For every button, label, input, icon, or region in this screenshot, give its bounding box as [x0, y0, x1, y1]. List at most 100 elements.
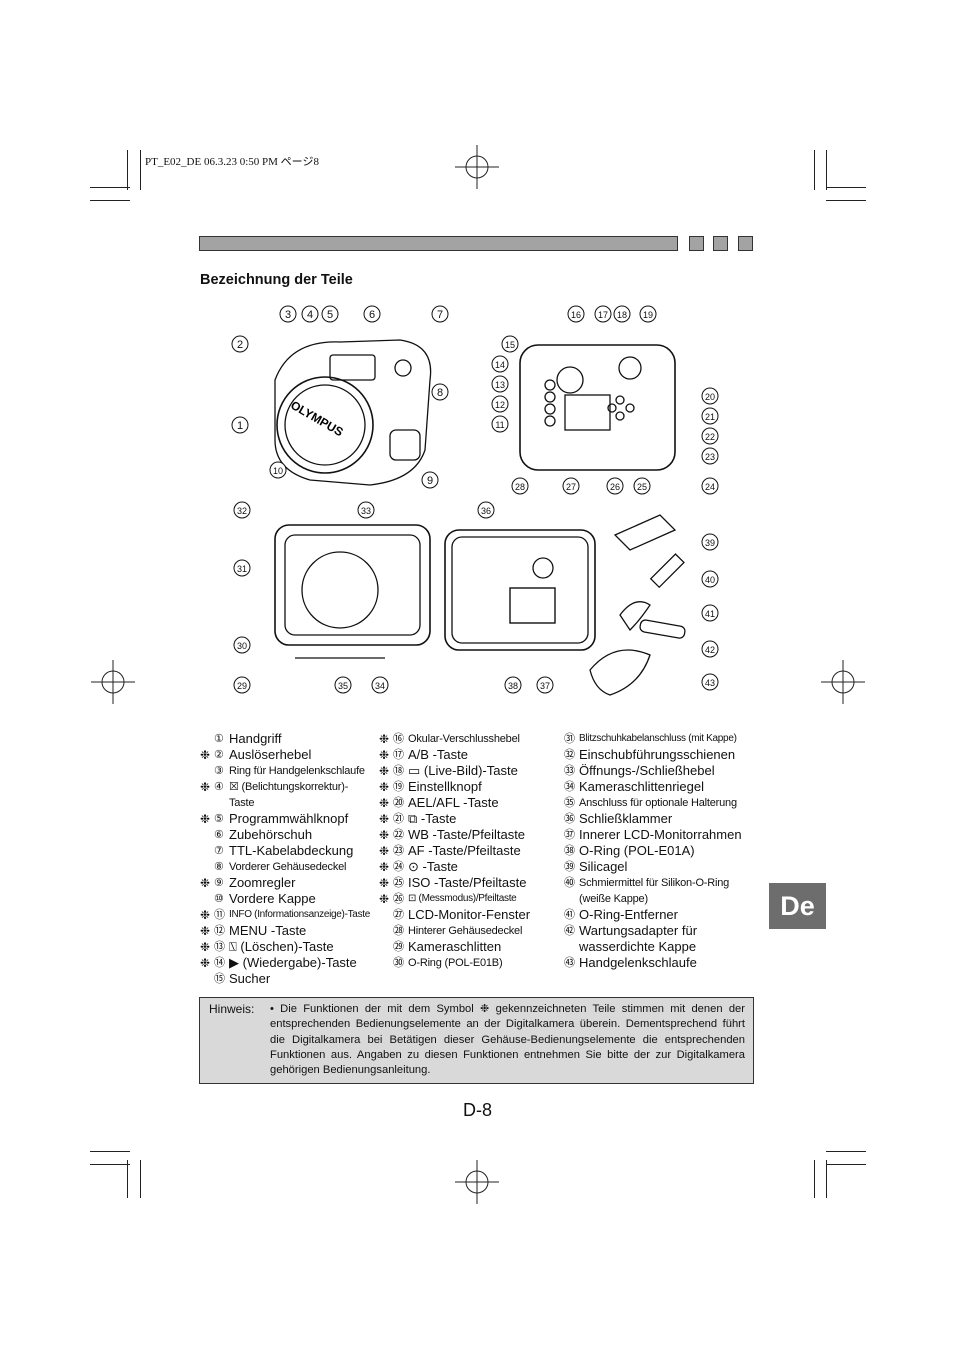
- callout-number: 41: [701, 604, 719, 622]
- function-mark-icon: ❉: [200, 812, 211, 826]
- callout-number: 40: [701, 570, 719, 588]
- registration-mark-left: [91, 660, 135, 704]
- item-number: ㉝: [564, 765, 575, 777]
- callout-number: 28: [511, 477, 529, 495]
- header-square: [713, 236, 728, 251]
- svg-text:23: 23: [705, 452, 715, 462]
- list-item: ❉② Auslöserhebel: [200, 747, 380, 763]
- item-label: Ring für Handgelenkschlaufe: [229, 765, 365, 777]
- print-slug: PT_E02_DE 06.3.23 0:50 PM ページ8: [145, 156, 319, 168]
- function-mark-icon: ❉: [379, 876, 390, 890]
- item-number: ㊸: [564, 957, 575, 969]
- callout-number: 23: [701, 447, 719, 465]
- svg-text:11: 11: [495, 420, 504, 430]
- item-label: ⊡ (Messmodus)/Pfeiltaste: [408, 893, 517, 904]
- olympus-logo: OLYMPUS: [288, 398, 345, 439]
- callout-number: 27: [562, 477, 580, 495]
- svg-text:43: 43: [705, 678, 715, 688]
- item-number: ①: [214, 733, 224, 745]
- item-number: ⑤: [214, 813, 224, 825]
- callout-number: 24: [701, 477, 719, 495]
- function-mark-icon: ❉: [200, 924, 211, 938]
- item-number: ⑩: [214, 893, 224, 905]
- callout-number: 15: [501, 335, 519, 353]
- function-mark-icon: ❉: [200, 748, 211, 762]
- item-label: Blitzschuhkabelanschluss (mit Kappe): [579, 733, 737, 744]
- item-label: Sucher: [229, 971, 271, 986]
- item-label: Zubehörschuh: [229, 827, 313, 842]
- item-label: Zoomregler: [229, 875, 296, 890]
- list-item: ❉㉔⊙ -Taste: [379, 859, 564, 875]
- svg-text:30: 30: [237, 641, 247, 651]
- svg-text:10: 10: [273, 466, 283, 476]
- item-number: ⑫: [214, 925, 225, 937]
- svg-text:41: 41: [705, 609, 715, 619]
- callout-number: 19: [639, 305, 657, 323]
- item-number: ㉛: [564, 733, 575, 745]
- function-mark-icon: ❉: [200, 780, 211, 794]
- registration-mark-bottom: [455, 1160, 499, 1204]
- item-label: ▶ (Wiedergabe)-Taste: [229, 955, 357, 970]
- item-number: ㊳: [564, 845, 575, 857]
- function-mark-icon: ❉: [379, 812, 390, 826]
- item-number: ②: [214, 749, 224, 761]
- item-label: Auslöserhebel: [229, 747, 312, 762]
- item-number: ㉓: [393, 845, 404, 857]
- item-label: Innerer LCD-Monitorrahmen: [579, 827, 742, 842]
- svg-text:19: 19: [643, 310, 653, 320]
- callout-number: 9: [421, 471, 439, 489]
- item-label: LCD-Monitor-Fenster: [408, 907, 531, 922]
- list-item: ① Handgriff: [200, 731, 380, 747]
- item-number: ㉗: [393, 909, 404, 921]
- note-box: Hinweis: • Die Funktionen der mit dem Sy…: [199, 997, 754, 1084]
- item-label: TTL-Kabelabdeckung: [229, 843, 354, 858]
- callout-number: 6: [363, 305, 381, 323]
- callout-number: 42: [701, 640, 719, 658]
- callout-number: 22: [701, 427, 719, 445]
- item-label: Einschubführungsschienen: [579, 747, 736, 762]
- item-number: ㊱: [564, 813, 575, 825]
- item-label: Handgriff: [229, 731, 282, 746]
- function-mark-icon: ❉: [379, 796, 390, 810]
- function-mark-icon: ❉: [200, 940, 211, 954]
- function-mark-icon: ❉: [379, 732, 390, 746]
- svg-text:31: 31: [237, 564, 247, 574]
- list-item: ❉④☒ (Belichtungskorrektur)-: [200, 779, 380, 795]
- item-label: Anschluss für optionale Halterung: [579, 797, 737, 809]
- svg-text:42: 42: [705, 645, 715, 655]
- callout-number: 21: [701, 407, 719, 425]
- registration-mark-right: [821, 660, 865, 704]
- list-item: ❉⑬⍂ (Löschen)-Taste: [200, 939, 380, 955]
- function-mark-icon: ❉: [200, 908, 211, 922]
- list-item: wasserdichte Kappe: [550, 939, 760, 955]
- function-mark-icon: ❉: [379, 844, 390, 858]
- callout-number: 13: [491, 375, 509, 393]
- item-number: ⑱: [393, 765, 404, 777]
- item-label: AF -Taste/Pfeiltaste: [408, 843, 521, 858]
- svg-text:1: 1: [237, 420, 243, 432]
- svg-text:7: 7: [437, 309, 443, 321]
- item-label: Handgelenkschlaufe: [579, 955, 697, 970]
- function-mark-icon: ❉: [379, 828, 390, 842]
- callout-number: 31: [233, 559, 251, 577]
- item-label: WB -Taste/Pfeiltaste: [408, 827, 526, 842]
- item-label: Kameraschlittenriegel: [579, 779, 705, 794]
- svg-text:3: 3: [285, 309, 291, 321]
- svg-text:32: 32: [237, 506, 247, 516]
- note-text: • Die Funktionen der mit dem Symbol ❉ ge…: [270, 1003, 745, 1077]
- item-label: MENU -Taste: [229, 923, 307, 938]
